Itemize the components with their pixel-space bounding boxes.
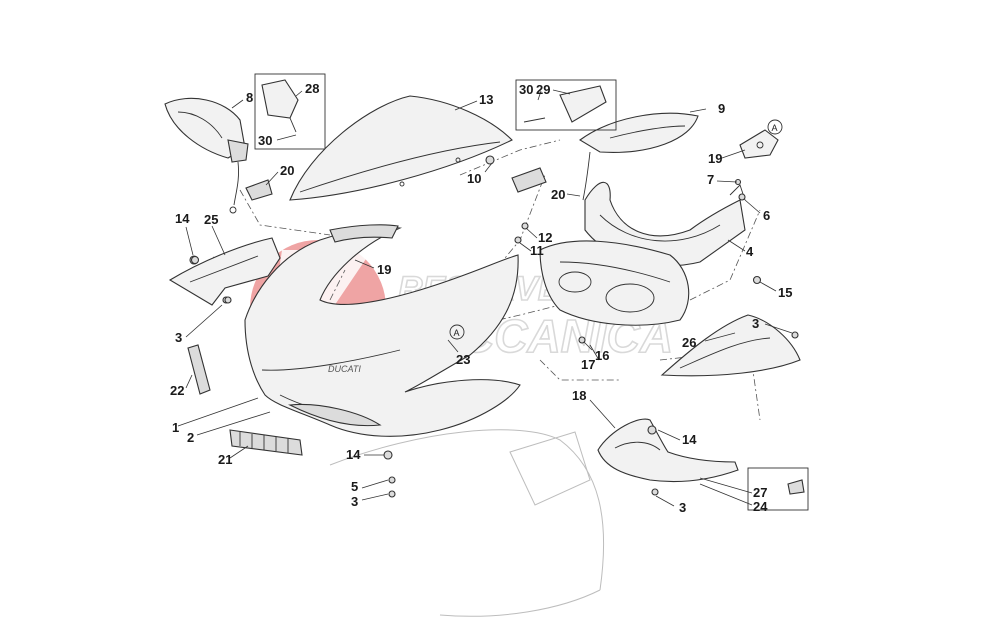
right-side-panel [660,314,801,377]
leader-lines [177,89,793,507]
callout-9: 9 [718,101,725,116]
callout-21: 21 [218,452,232,467]
callout-30: 30 [258,133,272,148]
air-intake-mesh [229,429,303,456]
callout-29: 29 [536,82,550,97]
bracket-19-right [739,129,779,159]
callout-3-lower-right: 3 [679,500,686,515]
headlight-assembly [539,240,690,326]
callout-30b: 30 [519,82,533,97]
callout-19-right: 19 [708,151,722,166]
callout-22: 22 [170,383,184,398]
callout-3-right: 3 [752,316,759,331]
callout-11: 11 [530,243,544,258]
box-24-27 [747,467,809,511]
hardware-screws [190,178,799,498]
bracket-right [511,167,547,193]
callout-23: 23 [456,352,470,367]
callout-20-right: 20 [551,187,565,202]
callout-1: 1 [172,420,179,435]
lower-right-bracket [597,418,739,483]
callout-14-left: 14 [175,211,190,226]
callout-13: 13 [479,92,493,107]
callout-15: 15 [778,285,792,300]
callout-5: 5 [351,479,358,494]
svg-text:A: A [454,328,460,338]
callout-3-left: 3 [175,330,182,345]
reference-marker-a-1: A [449,324,465,340]
lower-bracket-22 [187,344,211,395]
callout-labels: 8 28 30 20 13 10 30 29 9 19 7 6 20 12 11… [170,81,792,515]
box-28-30 [254,73,326,150]
callout-27: 27 [753,485,767,500]
callout-12: 12 [538,230,552,245]
callout-7: 7 [707,172,714,187]
svg-text:A: A [772,123,778,133]
callout-14-bottom: 14 [346,447,361,462]
reference-marker-a-2: A [767,119,783,135]
callout-18: 18 [572,388,586,403]
windscreen [289,95,513,201]
box-29-30 [515,79,617,131]
callout-17: 17 [581,357,595,372]
callout-8: 8 [246,90,253,105]
callout-26: 26 [682,335,696,350]
callout-3-bottom: 3 [351,494,358,509]
callout-20: 20 [280,163,294,178]
background-fairing-outline [329,429,605,617]
ducati-logo: DUCATI [328,364,361,374]
callout-6: 6 [763,208,770,223]
right-mirror [579,112,699,201]
callout-16: 16 [595,348,609,363]
callout-10: 10 [467,171,481,186]
callout-24: 24 [753,499,768,514]
callout-2: 2 [187,430,194,445]
callout-25: 25 [204,212,218,227]
bracket-left [245,179,273,201]
callout-28: 28 [305,81,319,96]
callout-14-right: 14 [682,432,697,447]
left-mirror [164,97,249,214]
main-upper-fairing: DUCATI [244,224,521,437]
callout-4: 4 [746,244,754,259]
callout-19-left: 19 [377,262,391,277]
